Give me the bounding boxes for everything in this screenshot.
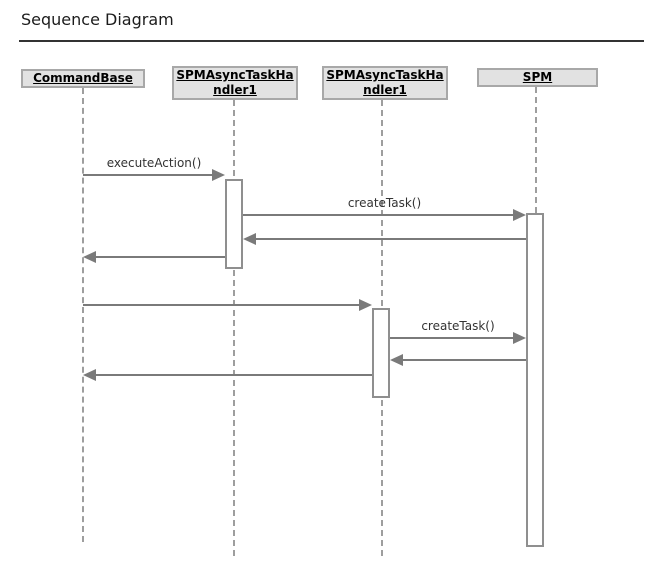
- lifeline-spm: [535, 87, 537, 213]
- activation-bar-handler1-b: [372, 308, 390, 398]
- arrowhead-right-icon: [212, 169, 225, 181]
- arrow-line: [243, 214, 515, 216]
- arrowhead-left-icon: [83, 251, 96, 263]
- lifeline-commandbase: [82, 88, 84, 542]
- arrow-line: [390, 337, 515, 339]
- actor-label-commandbase: CommandBase: [33, 71, 133, 85]
- arrow-line: [94, 374, 372, 376]
- arrowhead-right-icon: [513, 209, 526, 221]
- message-label-executeaction: executeAction(): [106, 156, 202, 170]
- message-arrow-return-handler1a-to-commandbase: [83, 251, 225, 263]
- arrowhead-left-icon: [83, 369, 96, 381]
- arrow-line: [94, 256, 225, 258]
- arrow-line: [83, 174, 214, 176]
- lifeline-spmasynctaskhandler1-a: [233, 100, 235, 556]
- message-label-createtask-2: createTask(): [421, 319, 495, 333]
- message-arrow-createtask-1: [243, 209, 526, 221]
- arrow-line: [83, 304, 361, 306]
- message-arrow-return-handler1b-to-commandbase: [83, 369, 372, 381]
- actor-box-spmasynctaskhandler1-a: SPMAsyncTaskHa ndler1: [172, 66, 298, 100]
- arrowhead-right-icon: [513, 332, 526, 344]
- arrow-line: [401, 359, 526, 361]
- actor-box-spmasynctaskhandler1-b: SPMAsyncTaskHa ndler1: [322, 66, 448, 100]
- message-arrow-createtask-2: [390, 332, 526, 344]
- title-divider: [19, 40, 644, 42]
- actor-box-commandbase: CommandBase: [21, 69, 145, 88]
- actor-box-spm: SPM: [477, 68, 598, 87]
- actor-label-spm: SPM: [522, 70, 553, 84]
- actor-label-spmasynctaskhandler1-a: SPMAsyncTaskHa ndler1: [176, 68, 294, 97]
- message-arrow-return-spm-to-handler1a: [243, 233, 526, 245]
- arrowhead-left-icon: [243, 233, 256, 245]
- message-arrow-executeaction: [83, 169, 225, 181]
- message-arrow-commandbase-to-handler1b: [83, 299, 372, 311]
- actor-label-spmasynctaskhandler1-b: SPMAsyncTaskHa ndler1: [326, 68, 444, 97]
- message-label-createtask-1: createTask(): [347, 196, 422, 210]
- message-arrow-return-spm-to-handler1b: [390, 354, 526, 366]
- arrowhead-left-icon: [390, 354, 403, 366]
- arrowhead-right-icon: [359, 299, 372, 311]
- page-title: Sequence Diagram: [21, 10, 174, 29]
- activation-bar-spm: [526, 213, 544, 547]
- activation-bar-handler1-a: [225, 179, 243, 269]
- arrow-line: [254, 238, 526, 240]
